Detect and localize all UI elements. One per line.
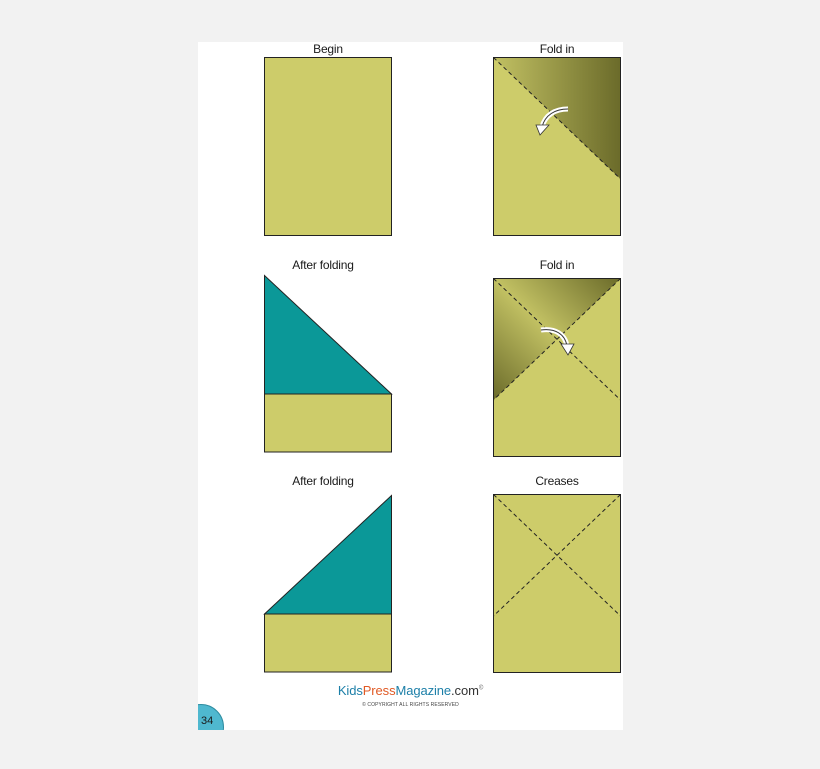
paper-strip: [264, 613, 392, 673]
paper-strip: [264, 393, 392, 453]
begin-diagram: [264, 57, 392, 236]
brand-logo: KidsPressMagazine.com©: [337, 683, 484, 698]
after-folding-2-diagram: [263, 494, 392, 673]
after-folding-1-diagram: [264, 274, 393, 453]
step-label-begin: Begin: [313, 42, 343, 56]
step-label-fold-in-2: Fold in: [539, 258, 575, 272]
fold-line: [493, 57, 621, 180]
step-label-after-folding-1: After folding: [292, 258, 354, 272]
step-label-creases: Creases: [535, 474, 579, 488]
paper-sheet: [264, 57, 392, 236]
folded-triangle: [263, 494, 392, 615]
fold-in-1-diagram: [493, 57, 621, 236]
page-number: 34: [201, 715, 214, 727]
step-label-after-folding-2: After folding: [292, 474, 354, 488]
fold-in-2-diagram: [493, 278, 621, 457]
crease-line: [493, 494, 621, 617]
instruction-page: Begin Fold in After folding Fold in: [198, 42, 623, 730]
paper-sheet: [493, 494, 621, 673]
folded-triangle: [264, 274, 393, 395]
copyright-notice: © COPYRIGHT ALL RIGHTS RESERVED: [362, 702, 459, 708]
creases-diagram: [493, 494, 621, 673]
step-label-fold-in-1: Fold in: [539, 42, 575, 56]
fold-line: [493, 278, 621, 401]
